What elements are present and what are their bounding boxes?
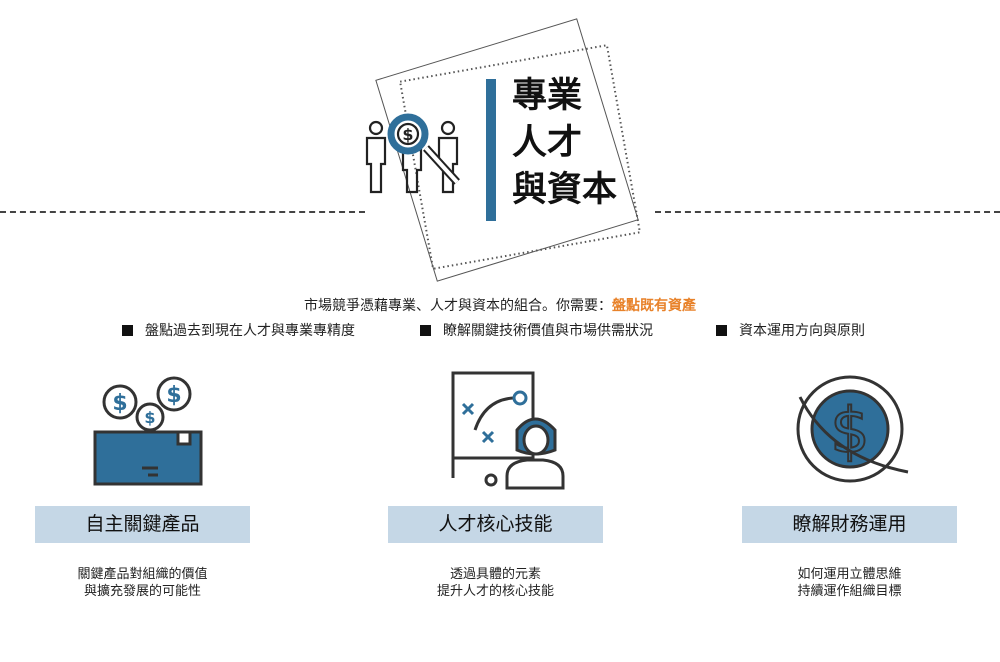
divider-right — [655, 211, 1000, 213]
bullet-item: 資本運用方向與原則 — [716, 320, 865, 340]
intro-text: 市場競爭憑藉專業、人才與資本的組合。你需要：盤點既有資產 — [0, 295, 1000, 315]
people-search-icon: $ — [365, 113, 460, 194]
square-bullet-icon — [716, 325, 727, 336]
svg-text:$: $ — [144, 408, 155, 427]
money-box-icon: $ $ $ — [93, 376, 203, 486]
desc-line: 持續運作組織目標 — [797, 584, 902, 599]
desc-line: 如何運用立體思維 — [797, 567, 902, 582]
square-bullet-icon — [420, 325, 431, 336]
square-bullet-icon — [122, 325, 133, 336]
card-desc-finance: 如何運用立體思維持續運作組織目標 — [742, 566, 957, 600]
title-line-3: 與資本 — [512, 170, 618, 210]
svg-text:$: $ — [112, 391, 127, 416]
desc-line: 透過具體的元素 — [449, 567, 541, 582]
divider-left — [0, 211, 365, 213]
title-line-1: 專業 — [512, 76, 583, 116]
card-label-products: 自主關鍵產品 — [35, 506, 250, 543]
intro-main: 市場競爭憑藉專業、人才與資本的組合。你需要： — [304, 298, 612, 314]
svg-text:$: $ — [166, 383, 181, 408]
card-label-talent: 人才核心技能 — [388, 506, 603, 543]
strategy-board-person-icon — [451, 371, 565, 490]
bullet-item: 盤點過去到現在人才與專業專精度 — [122, 320, 355, 340]
desc-line: 提升人才的核心技能 — [436, 584, 554, 599]
title-line-2: 人才 — [512, 123, 583, 163]
desc-line: 關鍵產品對組織的價值 — [77, 567, 208, 582]
bullet-text: 瞭解關鍵技術價值與市場供需狀況 — [443, 323, 653, 339]
desc-line: 與擴充發展的可能性 — [83, 584, 201, 599]
card-label-finance: 瞭解財務運用 — [742, 506, 957, 543]
title-frame — [375, 18, 642, 282]
dollar-orbit-icon: $ — [796, 375, 909, 483]
intro-highlight: 盤點既有資產 — [612, 298, 696, 314]
bullet-text: 盤點過去到現在人才與專業專精度 — [145, 323, 355, 339]
svg-text:$: $ — [402, 125, 413, 144]
accent-bar — [486, 79, 496, 221]
svg-text:$: $ — [830, 394, 869, 467]
card-desc-talent: 透過具體的元素提升人才的核心技能 — [388, 566, 603, 600]
card-desc-products: 關鍵產品對組織的價值與擴充發展的可能性 — [35, 566, 250, 600]
bullet-text: 資本運用方向與原則 — [739, 323, 865, 339]
bullet-item: 瞭解關鍵技術價值與市場供需狀況 — [420, 320, 653, 340]
